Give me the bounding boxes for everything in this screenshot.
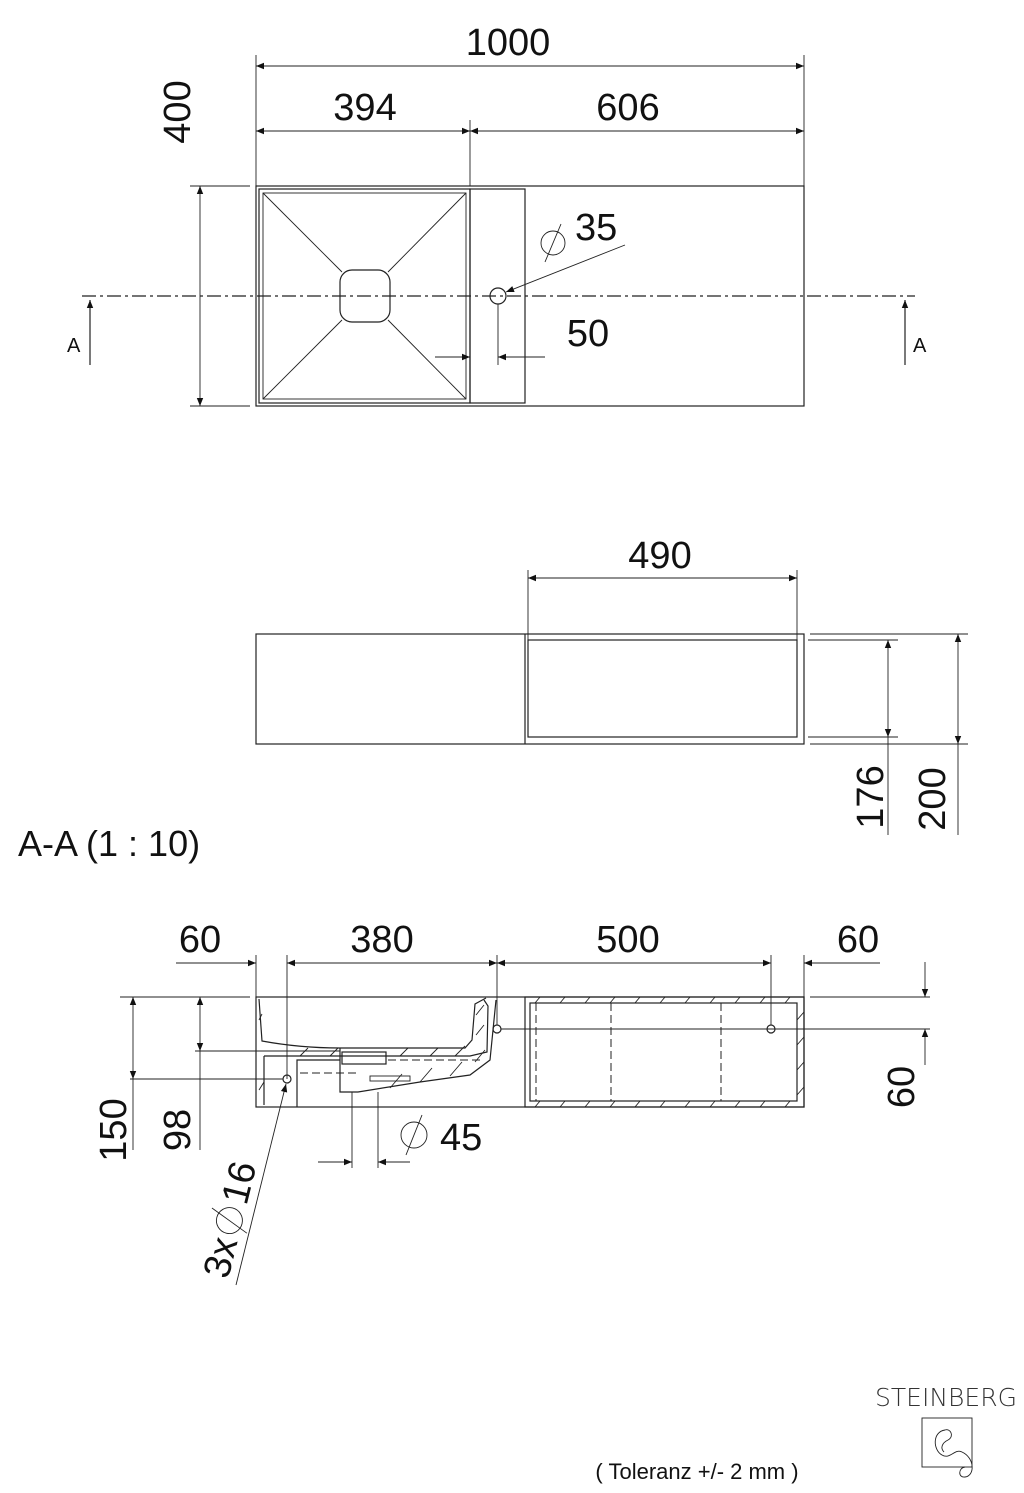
diameter-icon <box>400 1114 428 1156</box>
top-view: A A 1000 394 606 400 35 50 <box>67 22 927 407</box>
shelf-cavity <box>529 1002 798 1102</box>
drain-fitting <box>341 1051 387 1065</box>
dim-opening-width: 490 <box>628 535 691 577</box>
dim-height-150: 150 <box>93 1098 135 1161</box>
dim-holes-diameter: 16 <box>214 1157 265 1208</box>
dim-opening-height: 176 <box>850 765 892 828</box>
dim-left-wall: 60 <box>179 919 221 961</box>
section-title: A-A (1 : 10) <box>18 823 200 864</box>
hatching <box>258 996 805 1108</box>
basin-profile <box>258 997 487 1049</box>
diameter-icon <box>211 1207 248 1235</box>
diameter-icon <box>540 223 566 263</box>
section-label-left: A <box>67 335 81 357</box>
dim-shelf: 500 <box>596 919 659 961</box>
section-label-right: A <box>913 335 927 357</box>
dim-depth: 400 <box>157 80 199 143</box>
dim-total-width: 1000 <box>466 22 551 64</box>
dim-right-wall: 60 <box>837 919 879 961</box>
brand-name: STEINBERG <box>875 1383 1017 1412</box>
section-view: 60 380 500 60 150 98 60 45 3x 16 <box>93 919 930 1286</box>
dim-tap-offset: 50 <box>567 313 609 355</box>
front-view: 490 176 200 <box>255 535 968 835</box>
dim-holes-count: 3x <box>196 1233 246 1282</box>
mount-hole-center <box>492 1024 502 1034</box>
dim-hole-height: 60 <box>881 1066 923 1108</box>
top-outline <box>255 185 805 407</box>
dim-basin: 380 <box>350 919 413 961</box>
dim-right-width: 606 <box>596 87 659 129</box>
dim-basin-width: 394 <box>333 87 396 129</box>
tolerance-note: ( Toleranz +/- 2 mm ) <box>595 1459 798 1484</box>
front-outline <box>255 633 805 745</box>
dim-total-height: 200 <box>912 767 954 830</box>
dim-drain: 45 <box>440 1117 482 1159</box>
brand-logo-icon <box>921 1417 973 1478</box>
dim-height-98: 98 <box>157 1109 199 1151</box>
dim-tap-hole: 35 <box>575 207 617 249</box>
shelf-opening <box>527 639 798 738</box>
